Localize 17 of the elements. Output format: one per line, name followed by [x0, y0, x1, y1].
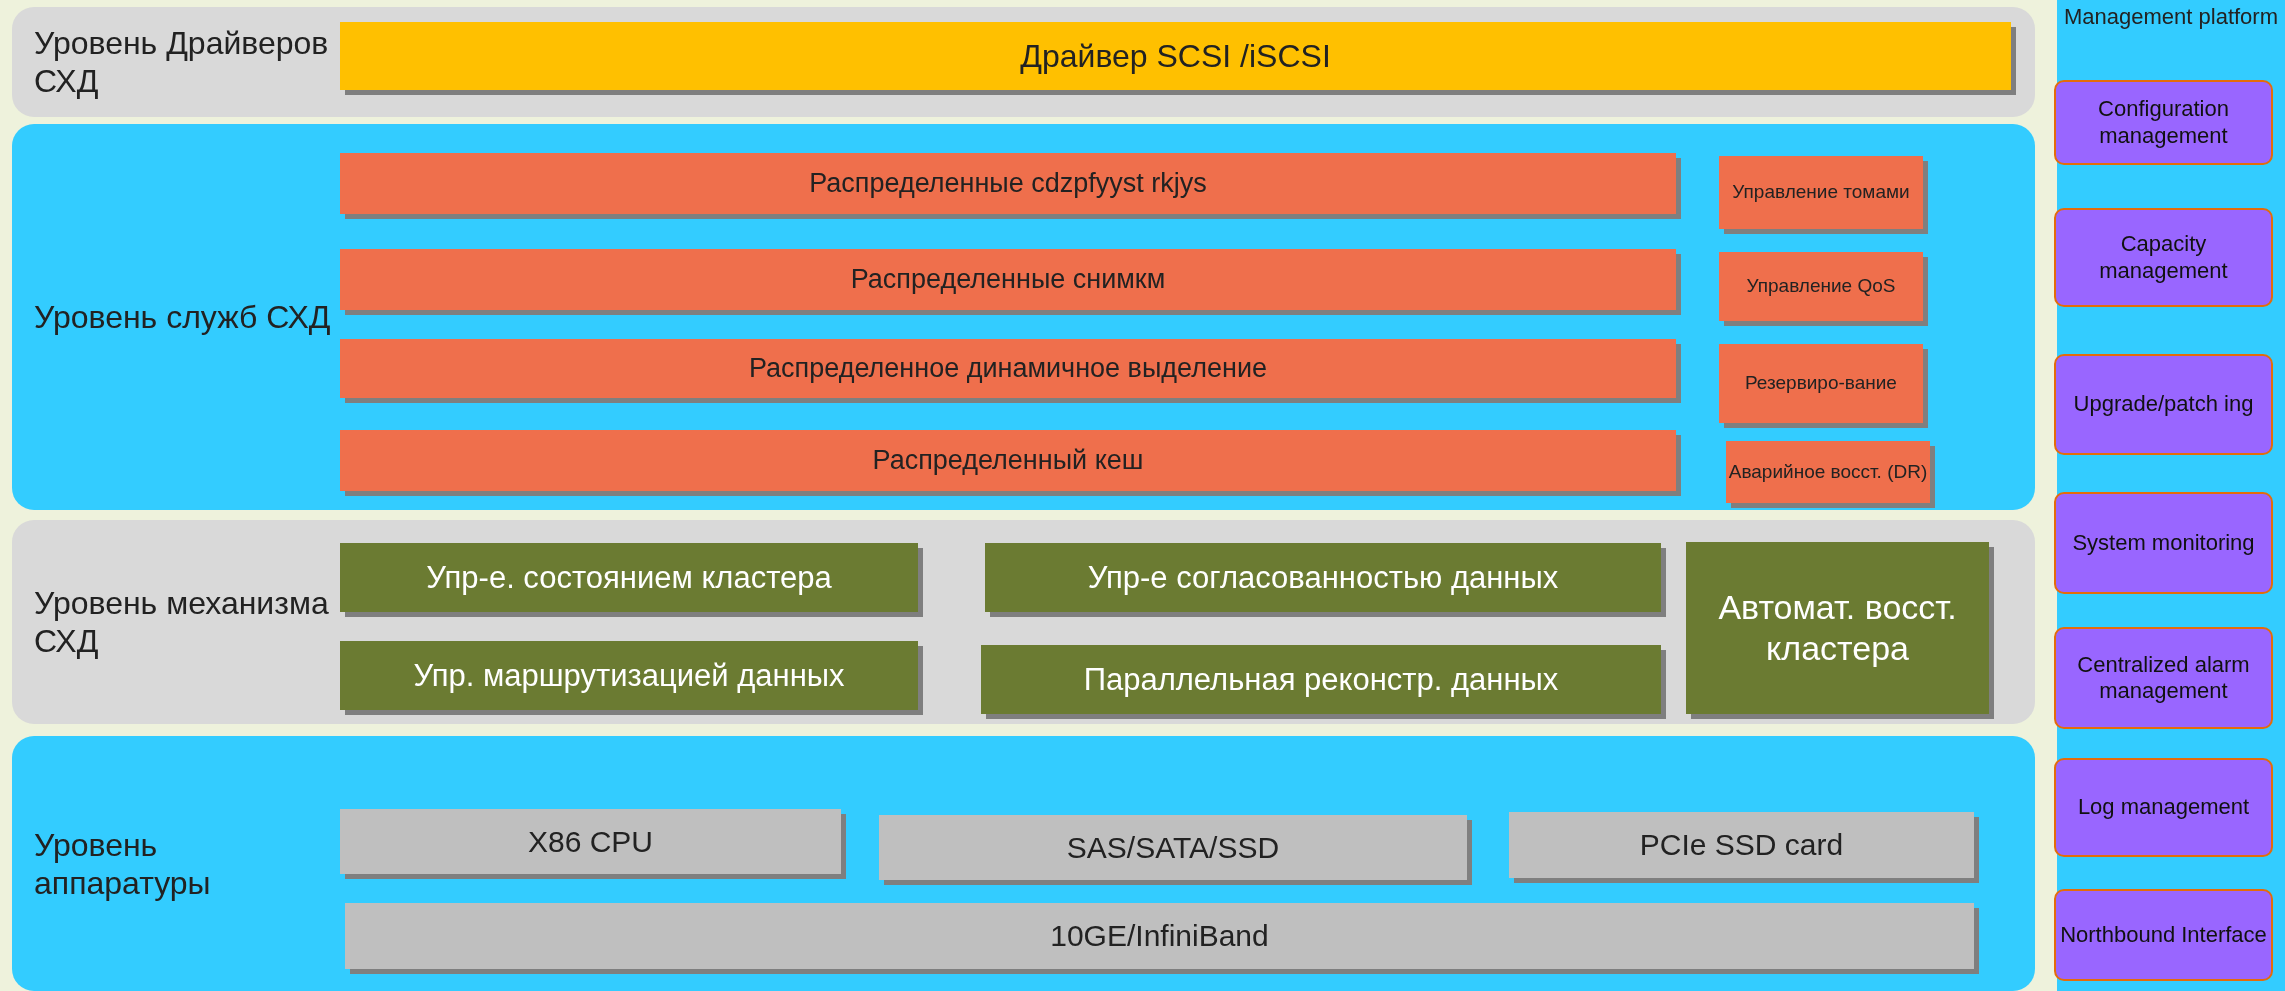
layer-title: Уровень служб СХД: [34, 297, 332, 337]
management-function: System monitoring: [2054, 492, 2273, 594]
layer-title: Уровень Драйверов СХД: [34, 23, 330, 101]
management-function: Centralized alarm management: [2054, 627, 2273, 729]
layer-band: [12, 124, 2035, 510]
management-function: Upgrade/patch ing: [2054, 354, 2273, 455]
layer-band: [12, 736, 2035, 991]
management-panel: [2057, 0, 2285, 991]
layer-band: [12, 7, 2035, 117]
management-function: Capacity management: [2054, 208, 2273, 307]
management-function: Northbound Interface: [2054, 889, 2273, 981]
layer-title: Уровень механизма СХД: [34, 583, 330, 661]
panel-title: Management platform: [2063, 4, 2279, 31]
layer-title: Уровень аппаратуры: [34, 825, 212, 902]
layer-band: [12, 520, 2035, 724]
management-function: Log management: [2054, 758, 2273, 857]
management-function: Configuration management: [2054, 80, 2273, 165]
